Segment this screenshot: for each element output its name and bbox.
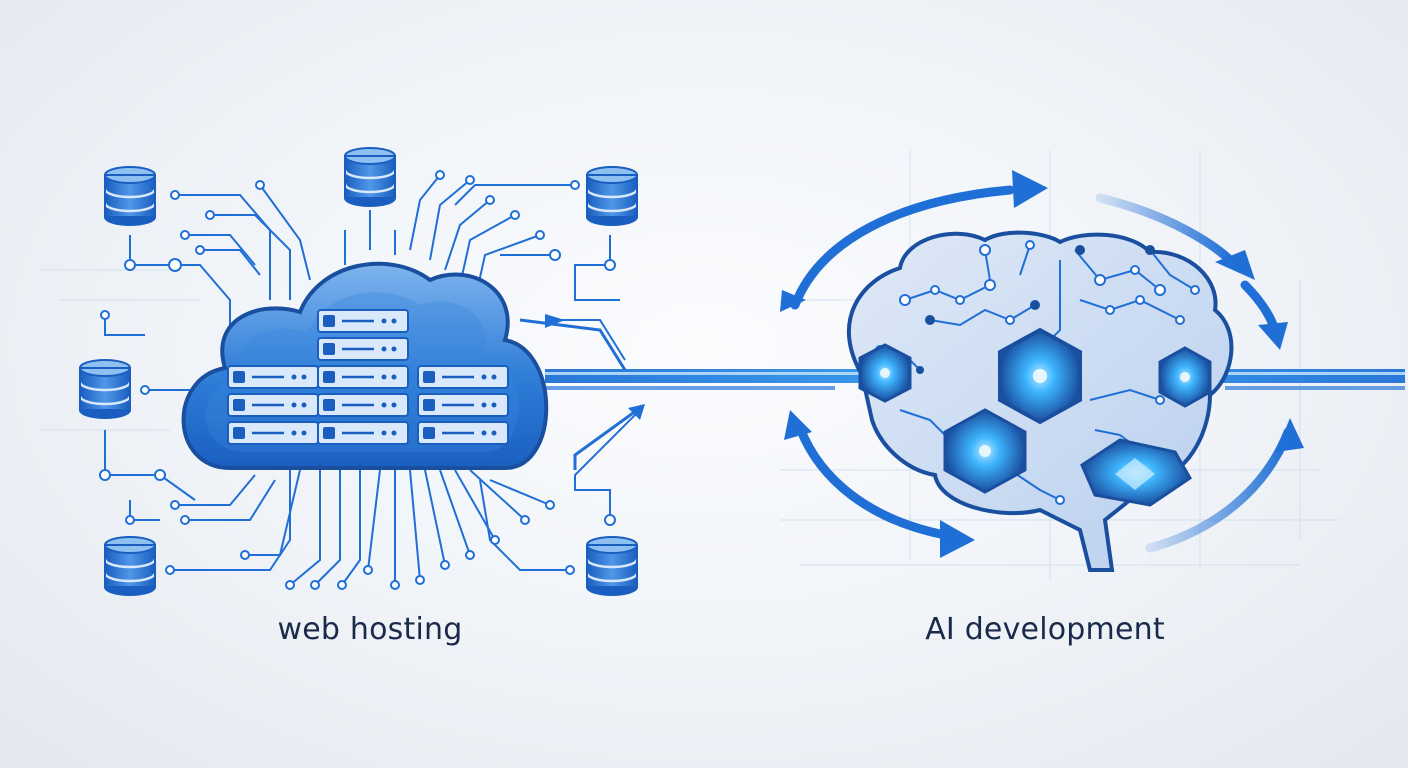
cloud-server-icon (181, 261, 549, 470)
circuit-brain-icon (846, 230, 1234, 572)
cycle-arrows (790, 185, 1293, 553)
arrow-heads (780, 170, 1304, 558)
neural-chip-hexagons (858, 327, 1212, 507)
ai-development-caption: AI development (925, 612, 1165, 647)
database-icon (103, 535, 157, 597)
database-icon (585, 535, 639, 597)
web-hosting-caption: web hosting (277, 612, 463, 647)
circuit-nodes-left (99, 170, 616, 590)
database-icon (103, 165, 157, 227)
database-icon (78, 358, 132, 420)
database-icon (343, 146, 397, 208)
database-icon (585, 165, 639, 227)
